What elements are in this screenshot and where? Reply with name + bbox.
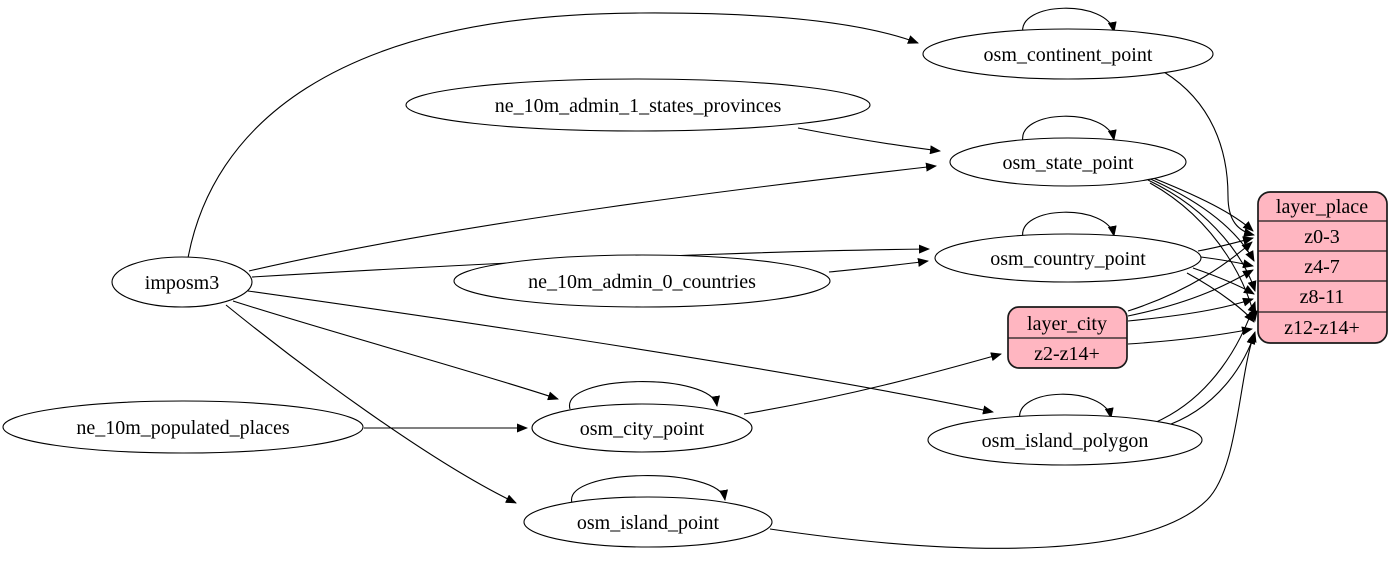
node-osm-city-point: osm_city_point <box>531 403 753 453</box>
layer-place-row-z8-11: z8-11 <box>1300 286 1345 308</box>
edge-layer-city-layer-place-z4-7 <box>1127 269 1254 317</box>
node-osm-island-polygon: osm_island_polygon <box>927 414 1203 466</box>
edge-osm-country-point-layer-place-z12-z14 <box>1186 272 1255 323</box>
osm-island-point-ellipse <box>523 496 773 548</box>
edge-self-loop-osm-island-point <box>571 475 728 504</box>
node-osm-country-point: osm_country_point <box>934 233 1202 283</box>
node-ne-10m-admin-0-countries: ne_10m_admin_0_countries <box>453 254 831 308</box>
edge-osm-country-point-layer-place-z8-11 <box>1192 267 1255 295</box>
ne-10m-admin-0-countries-ellipse <box>453 254 831 308</box>
edge-osm-island-polygon-layer-place-z8-11 <box>1153 301 1257 424</box>
layer-city-header: layer_city <box>1027 313 1107 335</box>
node-ne-10m-admin-1-states-provinces: ne_10m_admin_1_states_provinces <box>405 78 871 132</box>
osm-city-point-label: osm_city_point <box>580 418 705 440</box>
layer-place-box <box>1257 191 1388 344</box>
node-imposm3: imposm3 <box>111 256 253 308</box>
node-osm-continent-point: osm_continent_point <box>922 28 1214 80</box>
layer-place-row-z12-z14: z12-z14+ <box>1284 317 1360 339</box>
edge-osm-city-point-layer-city-z2-z14 <box>743 352 1002 415</box>
osm-continent-point-label: osm_continent_point <box>984 44 1153 66</box>
record-layer-city: layer_city z2-z14+ <box>1007 306 1128 369</box>
layer-place-row-z0-3: z0-3 <box>1304 226 1340 248</box>
edge-osm-continent-point-layer-place-z0-3 <box>1163 71 1255 237</box>
edge-imposm3-osm-continent-point <box>187 12 919 259</box>
node-osm-island-point: osm_island_point <box>523 496 773 548</box>
ne-10m-populated-places-label: ne_10m_populated_places <box>76 417 289 439</box>
edge-osm-country-point-layer-place-z4-7 <box>1200 256 1254 269</box>
edge-self-loop-osm-city-point <box>569 381 720 410</box>
edge-self-loop-osm-country-point <box>1022 211 1117 239</box>
osm-city-point-ellipse <box>531 403 753 453</box>
edge-osm-island-polygon-layer-place-z12-z14 <box>1159 331 1257 429</box>
ne-10m-populated-places-ellipse <box>2 400 364 454</box>
node-ne-10m-populated-places: ne_10m_populated_places <box>2 400 364 454</box>
imposm3-label: imposm3 <box>145 272 219 294</box>
osm-state-point-label: osm_state_point <box>1002 152 1134 174</box>
edge-self-loop-osm-island-polygon <box>1019 393 1114 421</box>
layer-place-header: layer_place <box>1276 196 1368 218</box>
edge-osm-state-point-layer-place-z4-7 <box>1145 176 1255 262</box>
edge-ne-10m-admin-1-states-provinces-osm-state-point <box>797 127 941 155</box>
node-osm-state-point: osm_state_point <box>949 137 1187 187</box>
edge-imposm3-osm-state-point <box>248 162 937 272</box>
osm-country-point-ellipse <box>934 233 1202 283</box>
edge-self-loop-osm-state-point <box>1022 115 1117 143</box>
osm-state-point-ellipse <box>949 137 1187 187</box>
ne-10m-admin-0-countries-label: ne_10m_admin_0_countries <box>528 271 756 293</box>
osm-island-polygon-label: osm_island_polygon <box>982 430 1149 452</box>
edge-self-loop-osm-continent-point <box>1022 7 1117 35</box>
edge-osm-island-point-layer-place-z12-z14 <box>769 333 1256 549</box>
layer-city-row-z2-z14: z2-z14+ <box>1034 343 1100 365</box>
osm-island-point-label: osm_island_point <box>577 512 720 534</box>
edge-imposm3-osm-island-point <box>225 304 517 504</box>
edges <box>187 7 1258 549</box>
osm-country-point-label: osm_country_point <box>990 248 1146 270</box>
ne-10m-admin-1-states-provinces-label: ne_10m_admin_1_states_provinces <box>495 95 782 117</box>
layer-place-row-z4-7: z4-7 <box>1304 256 1340 278</box>
edge-layer-city-layer-place-z12-z14 <box>1127 326 1253 345</box>
edge-imposm3-osm-island-polygon <box>247 290 994 415</box>
osm-island-polygon-ellipse <box>927 414 1203 466</box>
edge-osm-state-point-layer-place-z8-11 <box>1147 179 1257 292</box>
edge-osm-country-point-layer-place-z0-3 <box>1197 236 1254 252</box>
edge-layer-city-layer-place-z0-3 <box>1127 241 1253 312</box>
edge-ne-10m-admin-0-countries-osm-country-point <box>828 257 929 273</box>
edge-osm-state-point-layer-place-z0-3 <box>1142 173 1254 232</box>
edge-layer-city-layer-place-z8-11 <box>1127 297 1254 322</box>
imposm3-ellipse <box>111 256 253 308</box>
osm-continent-point-ellipse <box>922 28 1214 80</box>
record-layer-place: layer_place z0-3 z4-7 z8-11 z12-z14+ <box>1257 191 1388 344</box>
ne-10m-admin-1-states-provinces-ellipse <box>405 78 871 132</box>
edge-imposm3-osm-city-point <box>232 300 559 401</box>
